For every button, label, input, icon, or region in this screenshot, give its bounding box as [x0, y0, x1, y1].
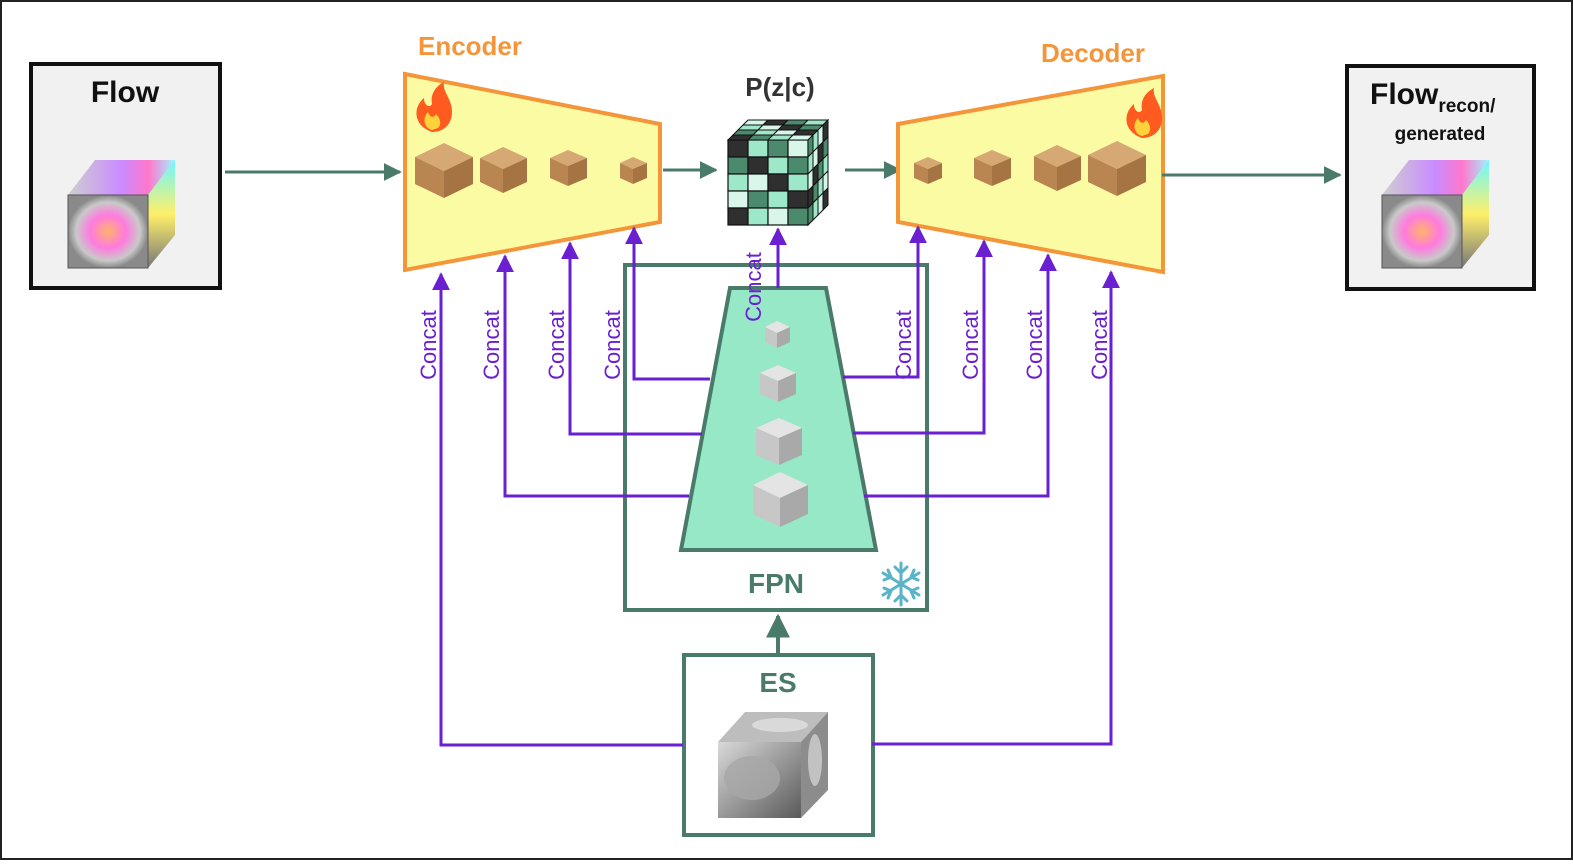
- fpn-cube-1: [765, 321, 790, 348]
- decoder-feature-cubes: [914, 141, 1146, 196]
- fire-icon: [416, 82, 452, 132]
- decoder-title: Decoder: [1041, 38, 1145, 68]
- latent-cell: [747, 190, 769, 209]
- output-title-line2: generated: [1395, 124, 1486, 145]
- output-title-main: Flow: [1370, 78, 1439, 111]
- concat-connections: [432, 225, 1120, 747]
- concat-label-9: Concat: [1087, 310, 1112, 380]
- latent-cell: [747, 139, 769, 158]
- latent-cell: [767, 173, 789, 192]
- fpn-to-decoder-link-3: [864, 253, 1057, 498]
- flow-input-title: Flow: [91, 76, 160, 109]
- concat-label-2: Concat: [479, 310, 504, 380]
- latent-cell: [747, 156, 769, 175]
- encoder-title: Encoder: [418, 31, 522, 61]
- fpn-to-decoder-link-1: [843, 225, 927, 379]
- concat-label-1: Concat: [416, 310, 441, 380]
- concat-label-6: Concat: [891, 310, 916, 380]
- snowflake-icon: [881, 561, 921, 607]
- encoder-feature-cubes: [415, 143, 647, 198]
- encoder-trapezoid: [403, 71, 662, 273]
- output-box: Flowrecon/ generated: [1345, 64, 1536, 291]
- latent-cell: [787, 156, 809, 175]
- es-to-encoder-link: [432, 272, 683, 747]
- latent-cell: [787, 207, 809, 226]
- es-box: ES: [682, 653, 875, 837]
- encoder-cube-3: [550, 150, 587, 186]
- concat-labels: Concat Concat Concat Concat Concat Conca…: [416, 252, 1112, 380]
- latent-cell: [767, 190, 789, 209]
- latent-cell: [747, 173, 769, 192]
- encoder-block: Encoder: [403, 31, 662, 273]
- latent-cell: [727, 139, 749, 158]
- latent-cell: [727, 190, 749, 209]
- fpn-to-encoder-link-4: [625, 226, 710, 381]
- fpn-to-decoder-link-2: [853, 239, 993, 435]
- decoder-cube-1: [914, 157, 942, 184]
- concat-label-5: Concat: [741, 252, 766, 322]
- concat-label-8: Concat: [1022, 310, 1047, 380]
- latent-cell: [787, 190, 809, 209]
- encoder-cube-1: [415, 143, 473, 198]
- decoder-block: Decoder: [896, 38, 1165, 275]
- fpn-cube-4: [753, 472, 808, 527]
- decoder-cube-2: [974, 150, 1011, 186]
- fpn-block: FPN: [623, 263, 929, 612]
- es-title: ES: [759, 667, 796, 698]
- fpn-title: FPN: [748, 568, 804, 599]
- es-volume-thumbnail: [718, 712, 828, 818]
- latent-cell: [767, 156, 789, 175]
- latent-cell: [747, 207, 769, 226]
- fpn-to-encoder-link-2: [496, 254, 689, 498]
- latent-block: P(z|c): [726, 72, 830, 227]
- fpn-cube-3: [756, 418, 802, 465]
- latent-cell: [767, 139, 789, 158]
- decoder-cube-3: [1034, 145, 1081, 191]
- output-title-sub: recon/: [1438, 96, 1496, 117]
- latent-cell: [787, 173, 809, 192]
- flow-volume-thumbnail: [67, 160, 175, 269]
- flow-input-box: Flow: [29, 62, 222, 290]
- decoder-cube-4: [1088, 141, 1146, 196]
- fpn-frame: [623, 263, 929, 612]
- fpn-cube-2: [760, 365, 796, 402]
- output-volume-thumbnail: [1381, 160, 1489, 269]
- encoder-cube-2: [480, 147, 527, 193]
- latent-cell: [787, 139, 809, 158]
- concat-label-3: Concat: [544, 310, 569, 380]
- output-title: Flowrecon/: [1370, 78, 1496, 117]
- latent-cell: [767, 207, 789, 226]
- latent-cell: [727, 173, 749, 192]
- concat-label-7: Concat: [958, 310, 983, 380]
- latent-label: P(z|c): [745, 72, 814, 102]
- latent-cell: [727, 156, 749, 175]
- decoder-trapezoid: [896, 73, 1165, 275]
- fire-icon: [1126, 88, 1162, 138]
- latent-cell: [727, 207, 749, 226]
- concat-label-4: Concat: [600, 310, 625, 380]
- es-to-decoder-link: [872, 270, 1120, 746]
- fpn-feature-cubes: [753, 321, 808, 527]
- latent-grid-cube: [726, 118, 830, 227]
- latent-cell: [822, 186, 829, 212]
- fpn-to-encoder-link-3: [561, 241, 702, 436]
- encoder-cube-4: [620, 157, 647, 184]
